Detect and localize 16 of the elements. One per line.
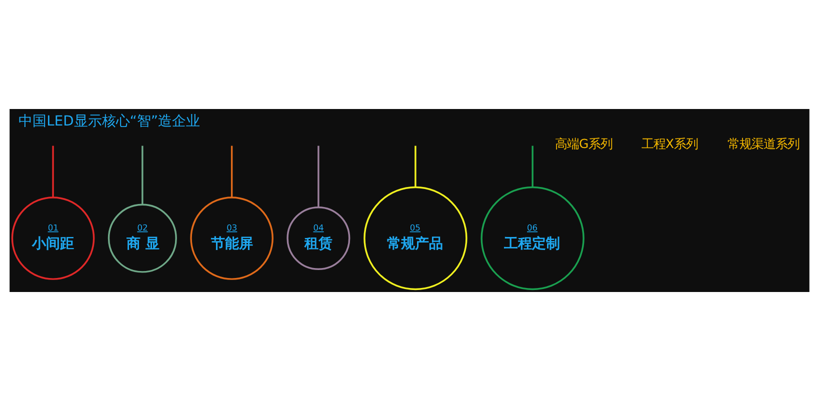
connector [414,145,416,187]
label: 高端G系列 [555,136,613,151]
diagram-title: 中国LED显示核心“智”造企业 [18,113,200,130]
node-circle: 04 租赁 [286,206,350,270]
connector [230,145,233,197]
connector [142,145,144,204]
connector [318,145,320,207]
node-circle: 01 小间距 [11,196,95,280]
connector [52,145,54,197]
node-circle: 03 节能屏 [190,196,274,280]
node-circle: 05 常规产品 [364,186,468,290]
node-circle: 02 商 显 [108,203,177,272]
label: 常规渠道系列 [727,136,800,151]
node-circle: 06 工程定制 [480,186,584,290]
connector [532,145,534,187]
label: 工程X系列 [642,136,698,151]
